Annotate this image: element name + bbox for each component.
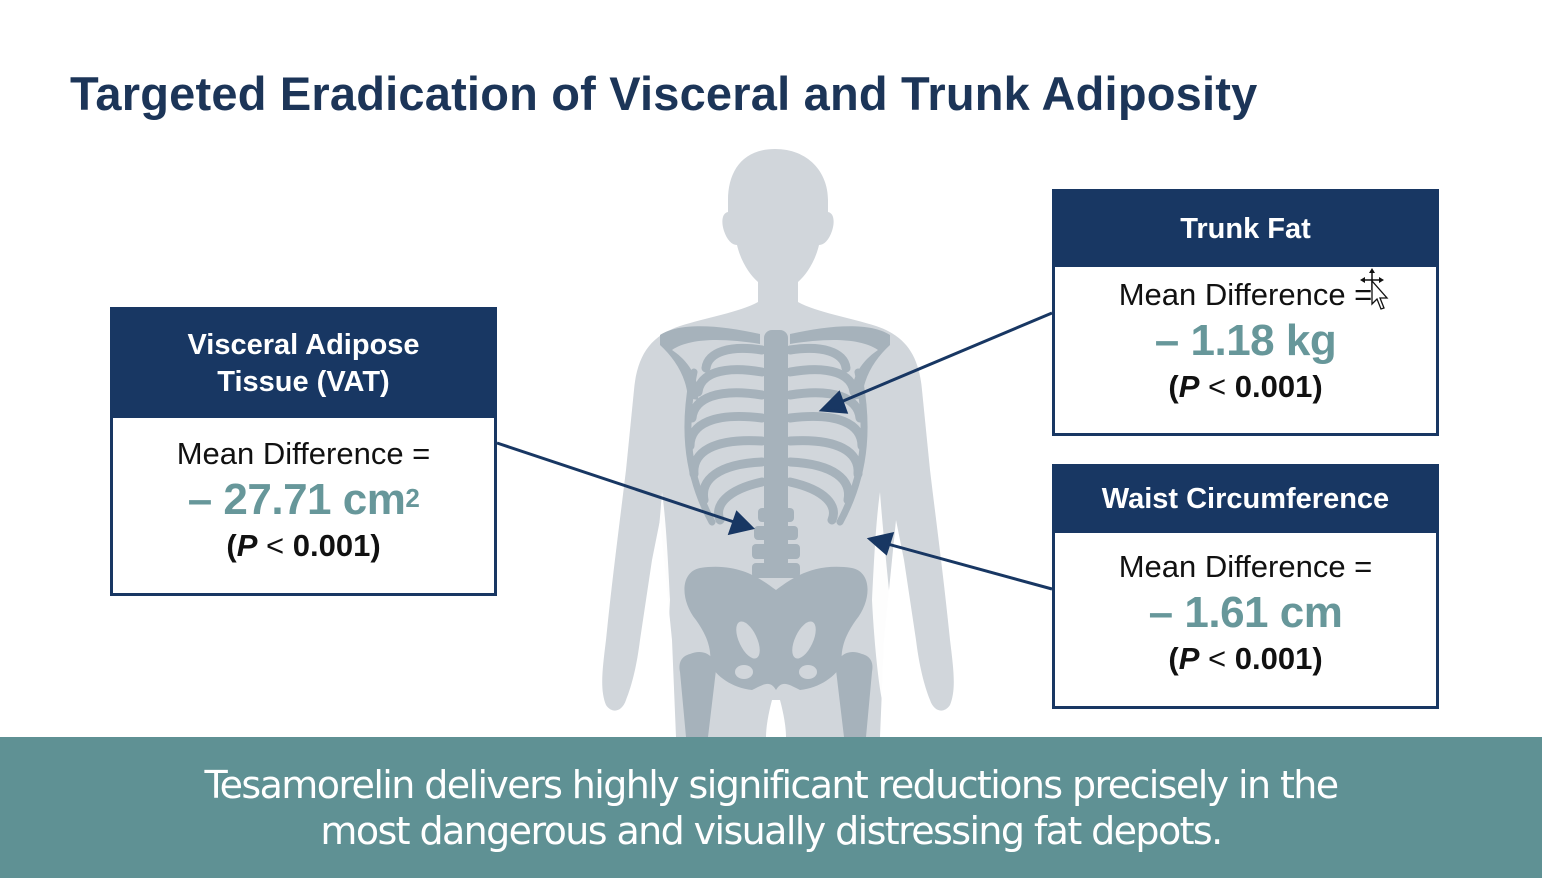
trunk-fat-card: Trunk Fat Mean Difference = – 1.18 kg (P… [1052, 189, 1439, 436]
footer-banner: Tesamorelin delivers highly significant … [0, 737, 1542, 878]
waist-card-title: Waist Circumference [1101, 483, 1390, 516]
footer-text: Tesamorelin delivers highly significant … [204, 762, 1339, 853]
trunk-fat-card-title: Trunk Fat [1180, 212, 1311, 245]
waist-value: – 1.61 cm [1148, 588, 1343, 637]
trunk-fat-value: – 1.18 kg [1154, 316, 1337, 365]
waist-mean-difference-label: Mean Difference = [1118, 549, 1373, 584]
vat-card: Visceral Adipose Tissue (VAT) Mean Diffe… [110, 307, 497, 596]
vat-mean-difference-label: Mean Difference = [176, 436, 431, 471]
move-cursor-icon [1360, 268, 1389, 310]
vat-arrow-icon [496, 441, 755, 536]
vat-p-value: (P < 0.001) [226, 528, 381, 563]
vat-value: – 27.71 cm2 [187, 475, 420, 524]
waist-p-value: (P < 0.001) [1168, 641, 1323, 676]
vat-card-title: Visceral Adipose Tissue (VAT) [187, 328, 420, 398]
vat-card-header: Visceral Adipose Tissue (VAT) [113, 310, 494, 418]
trunk-fat-mean-difference-label: Mean Difference = [1118, 277, 1373, 312]
slide-title: Targeted Eradication of Visceral and Tru… [70, 67, 1258, 120]
waist-card-header: Waist Circumference [1055, 467, 1436, 533]
trunk-fat-card-header: Trunk Fat [1055, 192, 1436, 267]
trunk-fat-arrow-icon [818, 311, 1053, 414]
skeleton-icon [660, 326, 890, 737]
waist-arrow-icon [866, 531, 1053, 591]
waist-circumference-card: Waist Circumference Mean Difference = – … [1052, 464, 1439, 709]
trunk-fat-p-value: (P < 0.001) [1168, 369, 1323, 404]
